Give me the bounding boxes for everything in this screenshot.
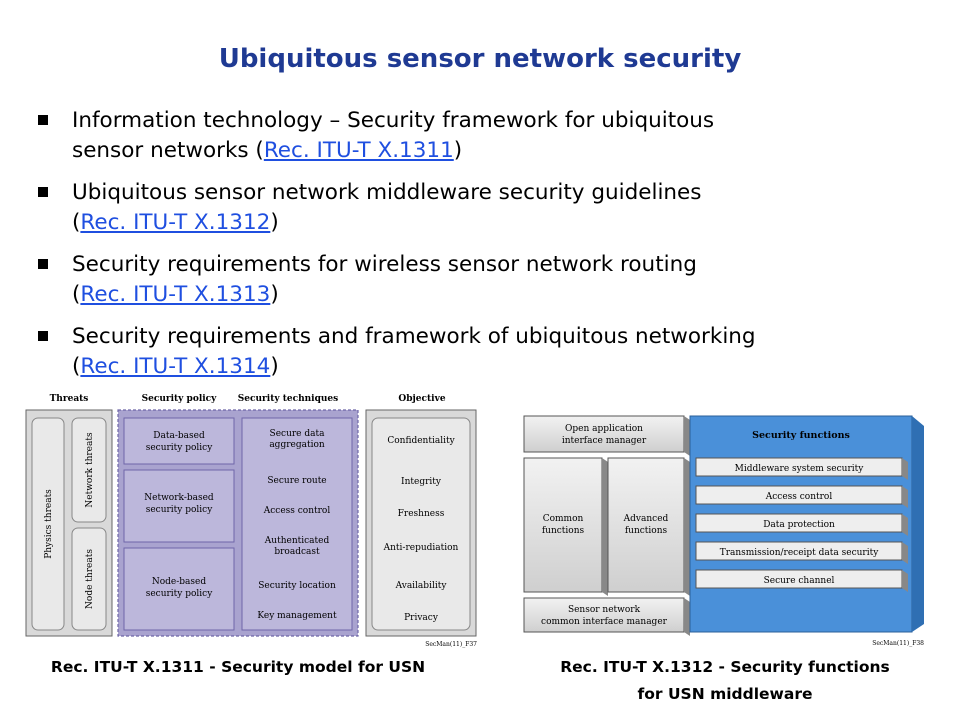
common-functions-box [523,457,603,593]
network-threats-label: Network threats [85,432,95,508]
security-model-figure: Threats Security policy Security techniq… [22,388,482,650]
header-security-techniques: Security techniques [238,394,338,404]
bullet-text: Security requirements for wireless senso… [72,252,697,277]
technique-access-control: Access control [263,506,331,516]
objective-integrity: Integrity [401,477,442,487]
network-based-policy-label-2: security policy [146,505,214,515]
rec-x1312-link[interactable]: Rec. ITU-T X.1312 [80,210,271,235]
bullet-square-icon [38,259,48,269]
bullet-text: ) [270,282,279,307]
figure2-caption-line1: Rec. ITU-T X.1312 - Security functions [560,658,890,676]
security-item-side [902,514,908,536]
bullet-text: Information technology – Security framew… [72,108,715,133]
security-item-secure-channel: Secure channel [764,576,835,586]
data-based-policy-box [123,417,235,465]
bullet-text: ( [72,210,81,235]
bullet-text: ( [72,354,81,379]
middleware-security-figure: Open application interface manager Commo… [518,408,930,650]
bullet-text: Security requirements and framework of u… [72,324,756,349]
sensor-network-interface-box [523,597,685,633]
security-item-side [902,486,908,508]
data-based-policy-label-2: security policy [146,443,214,453]
bullet-item: Information technology – Security framew… [36,106,936,166]
bullet-text: Ubiquitous sensor network middleware sec… [72,180,702,205]
physics-threats-label: Physics threats [44,489,54,559]
network-based-policy-label: Network-based [144,493,214,503]
sensor-label-2: common interface manager [541,617,668,627]
technique-authenticated: Authenticated [264,536,330,546]
node-threats-label: Node threats [85,549,95,609]
common-box-side [602,458,608,596]
security-item-data-protection: Data protection [763,520,835,530]
bullet-text: ) [270,210,279,235]
bullet-item: Security requirements and framework of u… [36,322,936,382]
bullet-square-icon [38,115,48,125]
advanced-box-side [684,458,690,596]
objective-privacy: Privacy [404,613,439,623]
security-item-side [902,542,908,564]
sensor-box-side [684,598,690,636]
bullet-square-icon [38,187,48,197]
slide-title: Ubiquitous sensor network security [218,44,742,74]
bullet-text: ) [453,138,463,163]
objective-availability: Availability [395,581,448,591]
technique-key-management: Key management [257,611,337,621]
bullet-item: Ubiquitous sensor network middleware sec… [36,178,936,238]
open-app-box-side [684,416,690,456]
technique-secure-data: Secure data [270,429,326,439]
security-item-middleware-system: Middleware system security [735,464,865,474]
advanced-functions-box [607,457,685,593]
sensor-label-1: Sensor network [568,605,641,615]
physics-threats-box [31,417,65,631]
node-based-policy-label-2: security policy [146,589,214,599]
bullet-text: ( [72,282,81,307]
security-item-access-control: Access control [765,492,833,502]
technique-secure-route: Secure route [267,476,326,486]
objective-confidentiality: Confidentiality [387,436,455,446]
open-app-label-2: interface manager [562,436,647,446]
figure2-caption-line2: for USN middleware [637,685,813,703]
rec-x1314-link[interactable]: Rec. ITU-T X.1314 [80,354,271,379]
figure-code-f37: SecMan(11)_F37 [425,641,477,648]
common-functions-label-1: Common [543,514,584,524]
objective-freshness: Freshness [398,509,445,519]
open-app-interface-box [523,415,685,453]
open-app-label-1: Open application [565,424,643,434]
rec-x1311-link[interactable]: Rec. ITU-T X.1311 [263,138,454,163]
bullet-square-icon [38,331,48,341]
header-threats: Threats [50,394,89,404]
advanced-functions-label-1: Advanced [623,514,669,524]
bullet-text: sensor networks ( [72,138,264,163]
figure-code-f38: SecMan(11)_F38 [872,640,924,647]
security-item-side [902,570,908,592]
technique-aggregation: aggregation [269,440,325,450]
security-item-side [902,458,908,480]
technique-security-location: Security location [258,581,336,591]
node-based-policy-box [123,547,235,631]
security-item-transmission: Transmission/receipt data security [720,548,880,558]
rec-x1313-link[interactable]: Rec. ITU-T X.1313 [80,282,271,307]
network-threats-box [71,417,107,523]
objective-box [371,417,471,631]
security-functions-title: Security functions [752,430,850,441]
technique-broadcast: broadcast [274,547,320,557]
common-functions-label-2: functions [542,526,585,536]
figure2-caption: Rec. ITU-T X.1312 - Security functions f… [500,654,950,708]
security-techniques-box [241,417,353,631]
header-objective: Objective [398,394,445,404]
bullet-list: Information technology – Security framew… [36,106,936,394]
network-based-policy-box [123,469,235,543]
objective-anti-repudiation: Anti-repudiation [383,543,459,553]
figure1-caption: Rec. ITU-T X.1311 - Security model for U… [50,658,426,676]
header-security-policy: Security policy [142,394,218,404]
bullet-item: Security requirements for wireless senso… [36,250,936,310]
node-threats-box [71,527,107,631]
data-based-policy-label: Data-based [153,431,205,441]
node-based-policy-label: Node-based [152,577,206,587]
bullet-text: ) [270,354,279,379]
advanced-functions-label-2: functions [625,526,668,536]
security-panel-side [912,416,924,632]
